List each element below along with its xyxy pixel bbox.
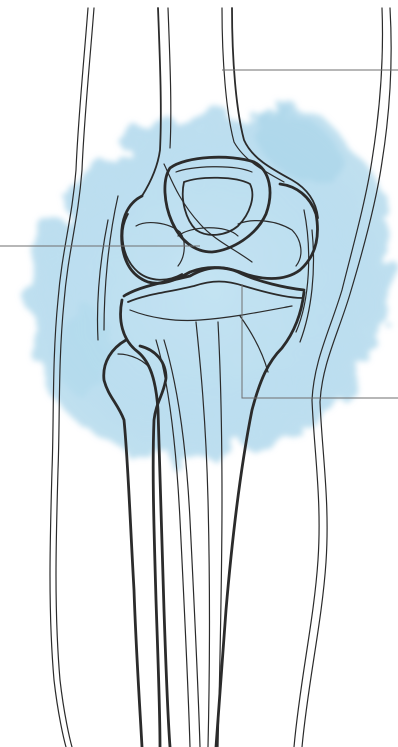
watercolor-background: [30, 107, 389, 460]
